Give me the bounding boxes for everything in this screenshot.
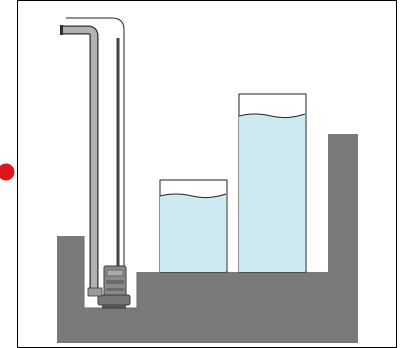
water-level-indicator xyxy=(0,163,15,181)
tank-short xyxy=(159,179,228,273)
power-cable xyxy=(66,17,125,268)
tank-tall-water xyxy=(239,114,305,272)
ground xyxy=(57,134,358,343)
tank-short-water xyxy=(160,194,226,272)
discharge-pipe-inner xyxy=(62,26,98,292)
tank-tall xyxy=(238,93,307,273)
submersible-pump xyxy=(87,265,131,309)
pipe-outlet-cap xyxy=(60,25,63,35)
